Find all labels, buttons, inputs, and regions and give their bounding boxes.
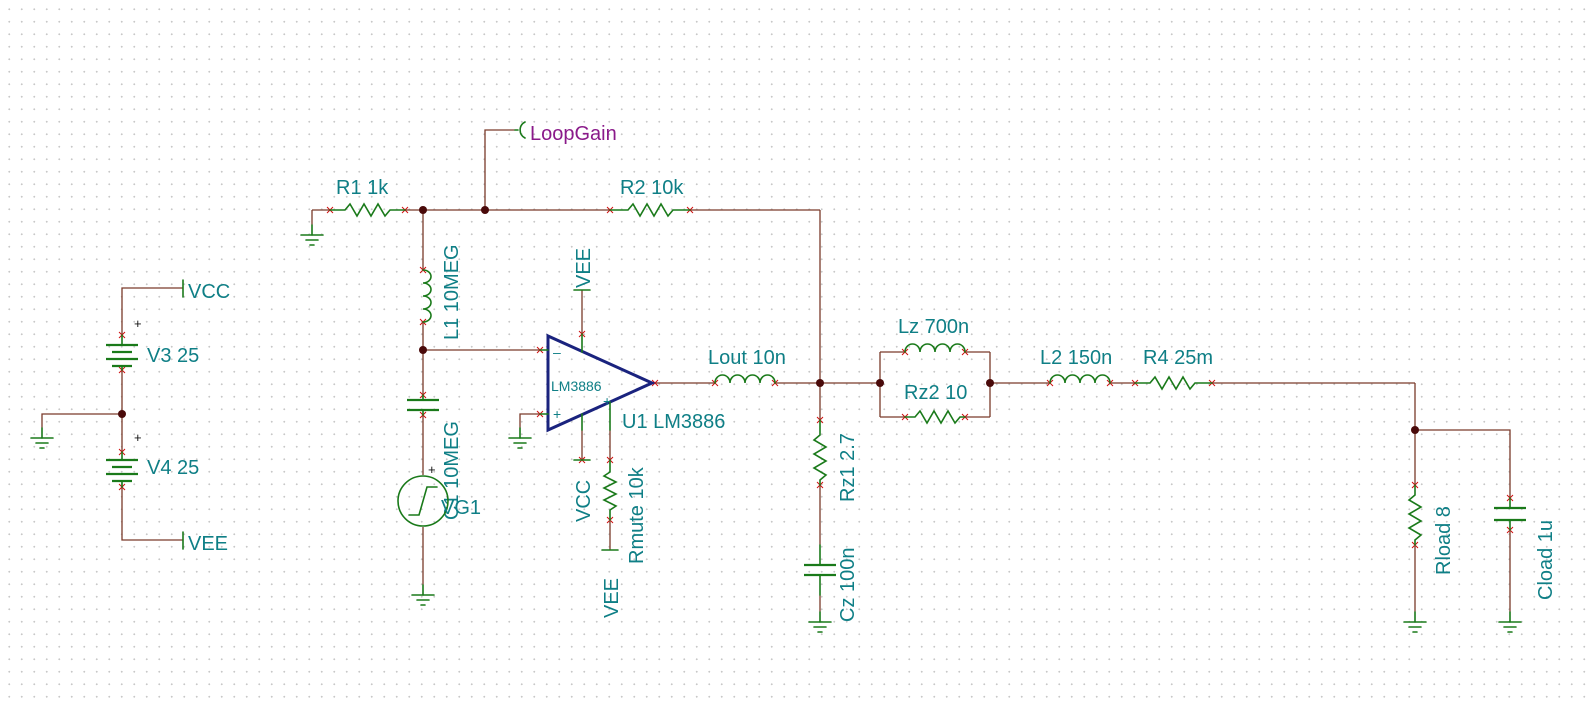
inductor-l1[interactable]: L1 10MEG xyxy=(422,244,463,340)
ground-symbol-opamp xyxy=(508,427,532,449)
battery-v3[interactable]: + V3 25 xyxy=(106,316,199,371)
resistor-r4[interactable]: R4 25m xyxy=(1134,347,1213,391)
v4-plus-sign: + xyxy=(134,430,142,445)
opamp-noninverting-sign: + xyxy=(553,406,561,422)
lout-label: Lout 10n xyxy=(708,347,786,369)
capacitor-cload[interactable]: Cload 1u xyxy=(1494,497,1557,600)
ground-symbol-r1 xyxy=(300,224,324,246)
resistor-r2[interactable]: R2 10k xyxy=(609,177,691,218)
rmute-vee-supply[interactable]: VEE xyxy=(601,549,623,618)
rz1-label: Rz1 2.7 xyxy=(837,433,859,502)
v3-label: V3 25 xyxy=(147,345,199,367)
vee-net-label: VEE xyxy=(188,533,228,555)
ground-symbol-vg1 xyxy=(411,584,435,606)
vcc-net-label: VCC xyxy=(188,281,230,303)
vee-terminal[interactable]: VEE xyxy=(182,531,228,555)
v4-label: V4 25 xyxy=(147,457,199,479)
ground-symbol-power xyxy=(30,427,54,449)
r2-label: R2 10k xyxy=(620,177,684,199)
opamp-u1[interactable]: LM3886 – + + U1 LM3886 xyxy=(539,333,725,433)
cload-label: Cload 1u xyxy=(1535,520,1557,600)
resistor-rload[interactable]: Rload 8 xyxy=(1407,484,1455,575)
r4-label: R4 25m xyxy=(1143,347,1213,369)
inductor-l2[interactable]: L2 150n xyxy=(1040,347,1112,384)
vg1-label: VG1 xyxy=(441,497,481,519)
ground-symbol-cload xyxy=(1498,611,1522,633)
rz2-label: Rz2 10 xyxy=(904,382,967,404)
opamp-vcc-supply[interactable]: VCC xyxy=(573,459,595,522)
loopgain-probe[interactable]: LoopGain xyxy=(514,121,617,145)
resistor-rz1[interactable]: Rz1 2.7 xyxy=(812,419,859,502)
capacitor-c1[interactable]: C1 10MEG xyxy=(407,394,463,520)
opamp-inverting-sign: – xyxy=(553,344,561,360)
inductor-lz[interactable]: Lz 700n xyxy=(898,316,969,353)
vg1-plus-sign: + xyxy=(428,462,436,477)
resistor-r1[interactable]: R1 1k xyxy=(329,177,406,218)
opamp-vee-supply[interactable]: VEE xyxy=(573,248,595,291)
opamp-mute-sign: + xyxy=(603,393,611,409)
capacitor-cz[interactable]: Cz 100n xyxy=(804,544,859,623)
u1-label: U1 LM3886 xyxy=(622,411,725,433)
opamp-body-label: LM3886 xyxy=(551,378,602,394)
lz-label: Lz 700n xyxy=(898,316,969,338)
voltage-generator-vg1[interactable]: + VG1 xyxy=(397,462,481,527)
ground-symbol-rload xyxy=(1403,611,1427,633)
pin-markers xyxy=(118,206,1514,549)
ground-symbol-cz xyxy=(808,611,832,633)
resistor-rmute[interactable]: Rmute 10k xyxy=(602,459,648,564)
v3-plus-sign: + xyxy=(134,316,142,331)
battery-v4[interactable]: + V4 25 xyxy=(106,430,199,488)
cz-label: Cz 100n xyxy=(837,548,859,623)
c1-label: C1 10MEG xyxy=(441,421,463,520)
opamp-vcc-label: VCC xyxy=(573,480,595,522)
wires xyxy=(41,129,1511,612)
rmute-vee-label: VEE xyxy=(601,578,623,618)
rload-label: Rload 8 xyxy=(1433,506,1455,575)
rmute-label: Rmute 10k xyxy=(626,466,648,564)
resistor-rz2[interactable]: Rz2 10 xyxy=(904,382,967,425)
r1-label: R1 1k xyxy=(336,177,389,199)
l2-label: L2 150n xyxy=(1040,347,1112,369)
vcc-terminal[interactable]: VCC xyxy=(182,279,230,303)
l1-label: L1 10MEG xyxy=(441,244,463,340)
inductor-lout[interactable]: Lout 10n xyxy=(708,347,786,384)
loopgain-label: LoopGain xyxy=(530,123,617,145)
junctions xyxy=(118,206,1419,434)
opamp-vee-label: VEE xyxy=(573,248,595,288)
